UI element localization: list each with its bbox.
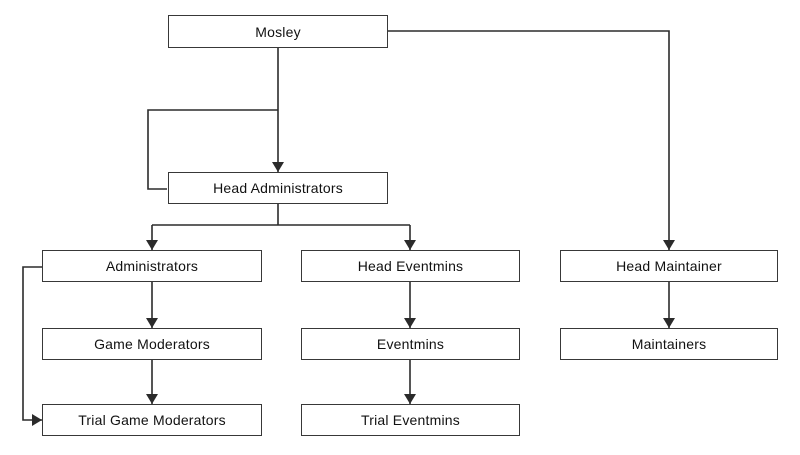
edge-mosley-head-administrators-side-hook [147, 109, 278, 190]
edge-mosley-head-maintainer [388, 30, 675, 250]
edge-administrators-trial-game-moderators-side-hook [22, 266, 42, 426]
node-head-maintainer: Head Maintainer [560, 250, 778, 282]
node-game-moderators: Game Moderators [42, 328, 262, 360]
node-head-eventmins: Head Eventmins [301, 250, 520, 282]
node-maintainers: Maintainers [560, 328, 778, 360]
node-eventmins: Eventmins [301, 328, 520, 360]
node-trial-game-moderators: Trial Game Moderators [42, 404, 262, 436]
node-administrators: Administrators [42, 250, 262, 282]
node-trial-eventmins: Trial Eventmins [301, 404, 520, 436]
node-head-administrators: Head Administrators [168, 172, 388, 204]
edge-head-administrators-trunk [152, 204, 410, 226]
node-mosley: Mosley [168, 15, 388, 48]
